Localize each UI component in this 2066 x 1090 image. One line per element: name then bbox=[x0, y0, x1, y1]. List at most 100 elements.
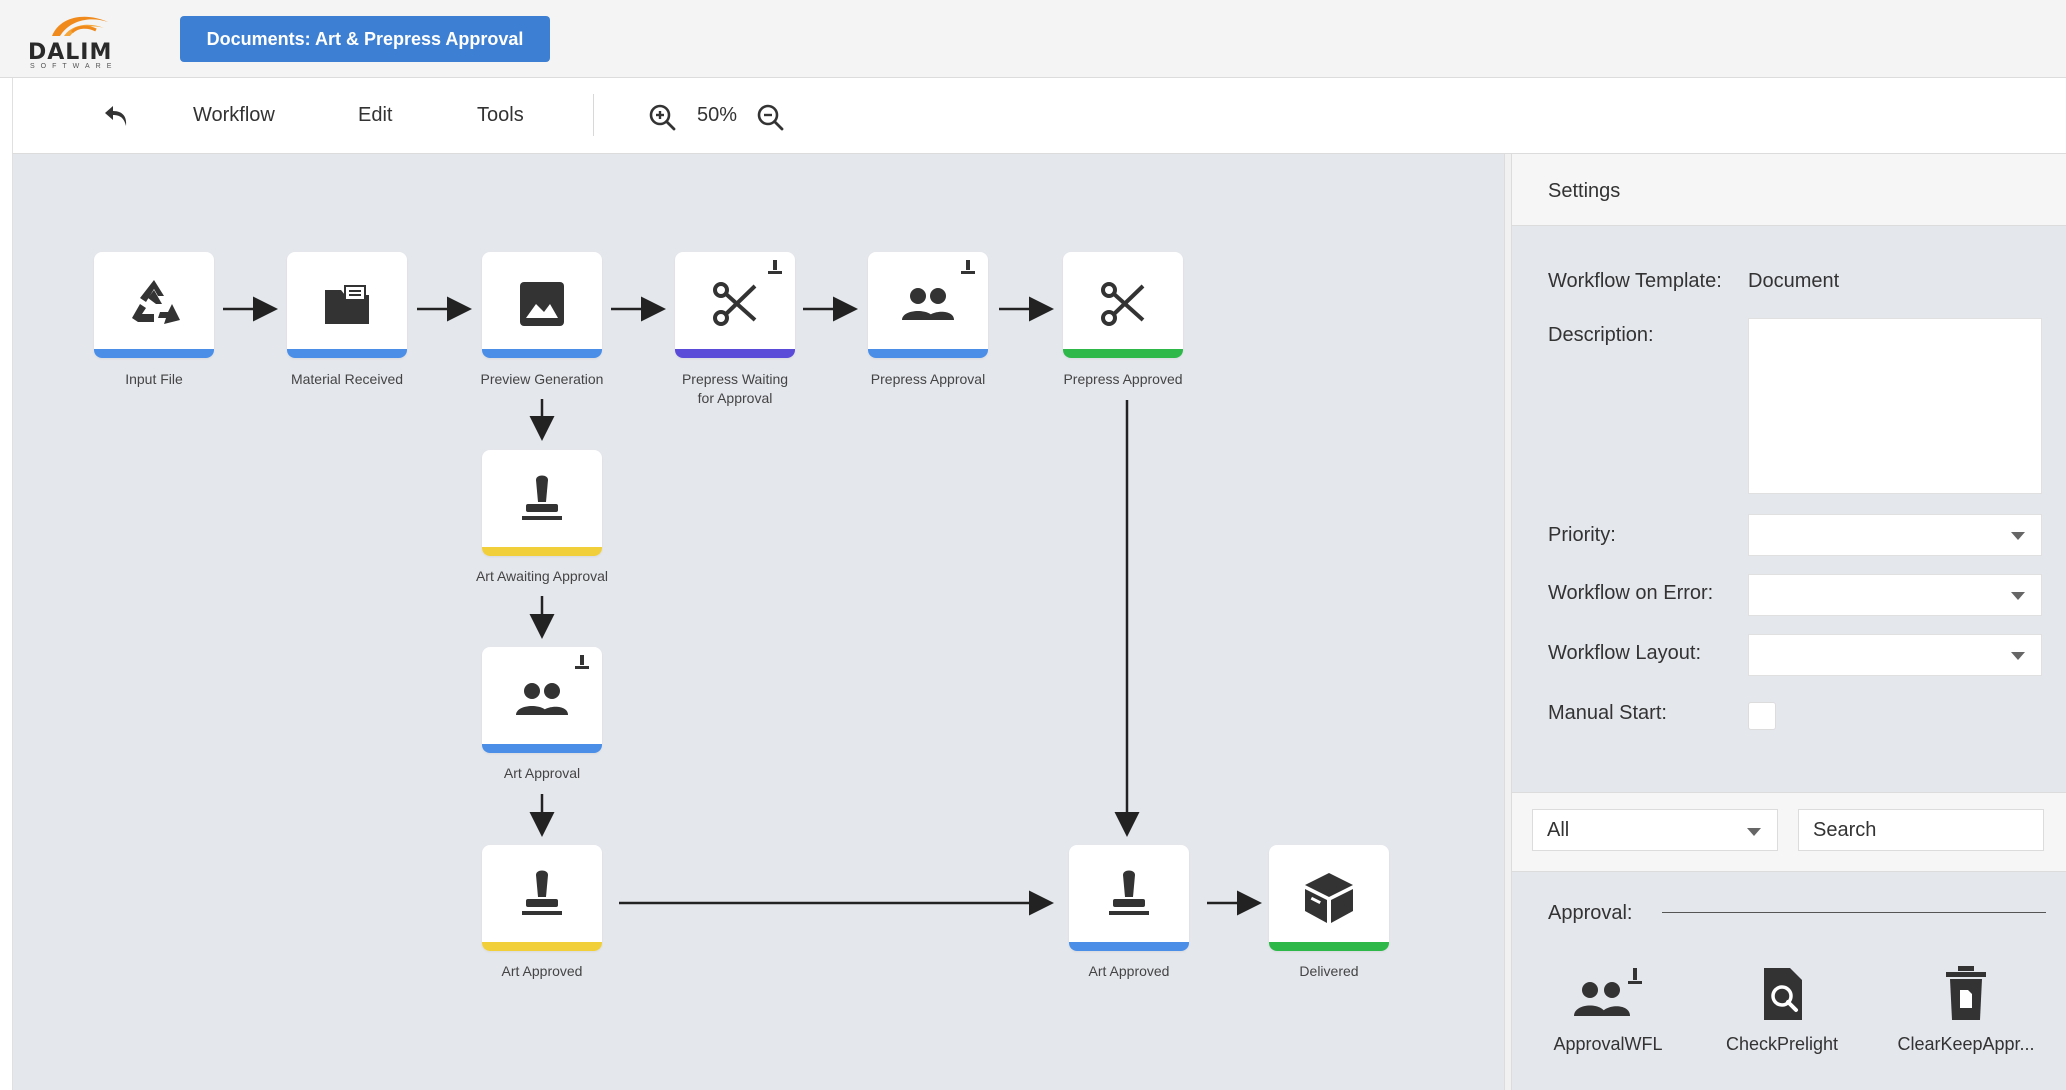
settings-header: Settings bbox=[1512, 154, 2066, 226]
workflow-layout-select[interactable] bbox=[1748, 634, 2042, 676]
tool-label: ApprovalWFL bbox=[1553, 1034, 1663, 1054]
stamp-badge-icon bbox=[768, 260, 782, 274]
zoom-out-icon[interactable] bbox=[755, 102, 785, 132]
users-stamp-icon bbox=[1574, 968, 1642, 1016]
file-search-icon bbox=[1764, 968, 1802, 1020]
tool-category-value: All bbox=[1547, 819, 1570, 841]
node-input-file[interactable] bbox=[94, 252, 214, 358]
workflow-template-label: Workflow Template: bbox=[1548, 270, 1722, 292]
priority-select[interactable] bbox=[1748, 514, 2042, 556]
node-label: Preview Generation bbox=[480, 371, 604, 387]
users-icon bbox=[902, 288, 954, 320]
toolbar: Workflow Edit Tools 50% bbox=[12, 78, 2066, 154]
document-title-button[interactable]: Documents: Art & Prepress Approval bbox=[180, 16, 550, 62]
node-status-bar bbox=[482, 547, 602, 556]
chevron-down-icon bbox=[2011, 652, 2025, 660]
users-icon bbox=[516, 683, 568, 715]
section-divider bbox=[1662, 912, 2046, 913]
chevron-down-icon bbox=[2011, 592, 2025, 600]
workflow-on-error-label: Workflow on Error: bbox=[1548, 582, 1714, 604]
stamp-icon bbox=[1109, 870, 1149, 915]
node-label: Material Received bbox=[290, 371, 404, 387]
chevron-down-icon bbox=[1747, 828, 1761, 836]
tool-label: CheckPrelight bbox=[1725, 1034, 1839, 1054]
stamp-badge-icon bbox=[961, 260, 975, 274]
tool-approvalwfl[interactable]: ApprovalWFL bbox=[1528, 964, 1688, 1055]
tool-checkprelight[interactable]: CheckPrelight bbox=[1702, 964, 1862, 1055]
logo-text: DALIM bbox=[28, 40, 113, 65]
node-label: Art Approved bbox=[501, 963, 583, 979]
menu-workflow[interactable]: Workflow bbox=[193, 104, 275, 126]
toolbar-divider bbox=[593, 94, 594, 136]
tool-label: ClearKeepAppr... bbox=[1897, 1034, 2035, 1054]
node-label: Delivered bbox=[1299, 963, 1359, 979]
node-label: Prepress Approved bbox=[1063, 371, 1183, 387]
node-status-bar bbox=[675, 349, 795, 358]
scissors-icon bbox=[713, 282, 757, 326]
workflow-connectors bbox=[223, 296, 1262, 916]
node-label: Art Awaiting Approval bbox=[475, 568, 609, 584]
menu-tools[interactable]: Tools bbox=[477, 104, 524, 126]
workflow-template-value: Document bbox=[1748, 270, 1840, 292]
node-status-bar bbox=[482, 942, 602, 951]
image-icon bbox=[520, 282, 564, 326]
panel-splitter[interactable] bbox=[1504, 154, 1512, 1090]
node-label: Art Approved bbox=[1088, 963, 1170, 979]
chevron-down-icon bbox=[2011, 532, 2025, 540]
recycle-icon bbox=[132, 280, 180, 324]
node-art-approved-left[interactable] bbox=[482, 845, 602, 951]
node-art-awaiting-approval[interactable] bbox=[482, 450, 602, 556]
stamp-icon bbox=[522, 475, 562, 520]
node-status-bar bbox=[287, 349, 407, 358]
node-status-bar bbox=[1269, 942, 1389, 951]
workflow-canvas[interactable]: Input File Material Received Preview Gen… bbox=[12, 154, 1504, 1090]
logo-subtext: SOFTWARE bbox=[30, 63, 118, 70]
node-delivered[interactable] bbox=[1269, 845, 1389, 951]
box-icon bbox=[1305, 873, 1353, 923]
node-prepress-waiting[interactable] bbox=[675, 252, 795, 358]
top-header: DALIM SOFTWARE Documents: Art & Prepress… bbox=[0, 0, 2066, 78]
node-prepress-approved[interactable] bbox=[1063, 252, 1183, 358]
node-label-line1: Prepress Waiting bbox=[681, 371, 789, 387]
node-prepress-approval[interactable] bbox=[868, 252, 988, 358]
settings-title: Settings bbox=[1548, 180, 1621, 202]
node-art-approved-right[interactable] bbox=[1069, 845, 1189, 951]
node-label: Art Approval bbox=[503, 765, 581, 781]
priority-label: Priority: bbox=[1548, 524, 1616, 546]
node-material-received[interactable] bbox=[287, 252, 407, 358]
description-label: Description: bbox=[1548, 324, 1654, 346]
manual-start-checkbox[interactable] bbox=[1748, 702, 1776, 730]
node-status-bar bbox=[868, 349, 988, 358]
node-label-line2: for Approval bbox=[697, 390, 773, 406]
node-status-bar bbox=[482, 349, 602, 358]
node-art-approval[interactable] bbox=[482, 647, 602, 753]
workflow-layout-label: Workflow Layout: bbox=[1548, 642, 1702, 664]
node-status-bar bbox=[1069, 942, 1189, 951]
workflow-on-error-select[interactable] bbox=[1748, 574, 2042, 616]
node-preview-generation[interactable] bbox=[482, 252, 602, 358]
node-status-bar bbox=[94, 349, 214, 358]
approval-section-label: Approval: bbox=[1548, 902, 1633, 924]
tool-search-input[interactable] bbox=[1798, 809, 2044, 851]
tool-category-select[interactable]: All bbox=[1532, 809, 1778, 851]
stamp-icon bbox=[522, 870, 562, 915]
node-label: Prepress Approval bbox=[870, 371, 986, 387]
trash-file-icon bbox=[1946, 966, 1986, 1020]
node-label: Input File bbox=[125, 371, 183, 387]
node-status-bar bbox=[1063, 349, 1183, 358]
manual-start-label: Manual Start: bbox=[1548, 702, 1667, 724]
zoom-in-icon[interactable] bbox=[647, 102, 677, 132]
settings-panel: Settings Workflow Template: Document Des… bbox=[1512, 154, 2066, 1090]
menu-edit[interactable]: Edit bbox=[358, 104, 393, 126]
zoom-level: 50% bbox=[697, 104, 738, 126]
scissors-icon bbox=[1101, 282, 1145, 326]
dalim-logo: DALIM SOFTWARE bbox=[28, 10, 138, 70]
tool-clearkeepapproval[interactable]: ClearKeepAppr... bbox=[1886, 964, 2046, 1055]
stamp-badge-icon bbox=[575, 655, 589, 669]
tool-filter-bar: All bbox=[1512, 792, 2066, 872]
node-status-bar bbox=[482, 744, 602, 753]
description-field[interactable] bbox=[1748, 318, 2042, 494]
undo-arrow-icon[interactable] bbox=[101, 100, 133, 132]
logo-swoosh-icon bbox=[52, 16, 108, 36]
folder-icon bbox=[325, 285, 369, 324]
